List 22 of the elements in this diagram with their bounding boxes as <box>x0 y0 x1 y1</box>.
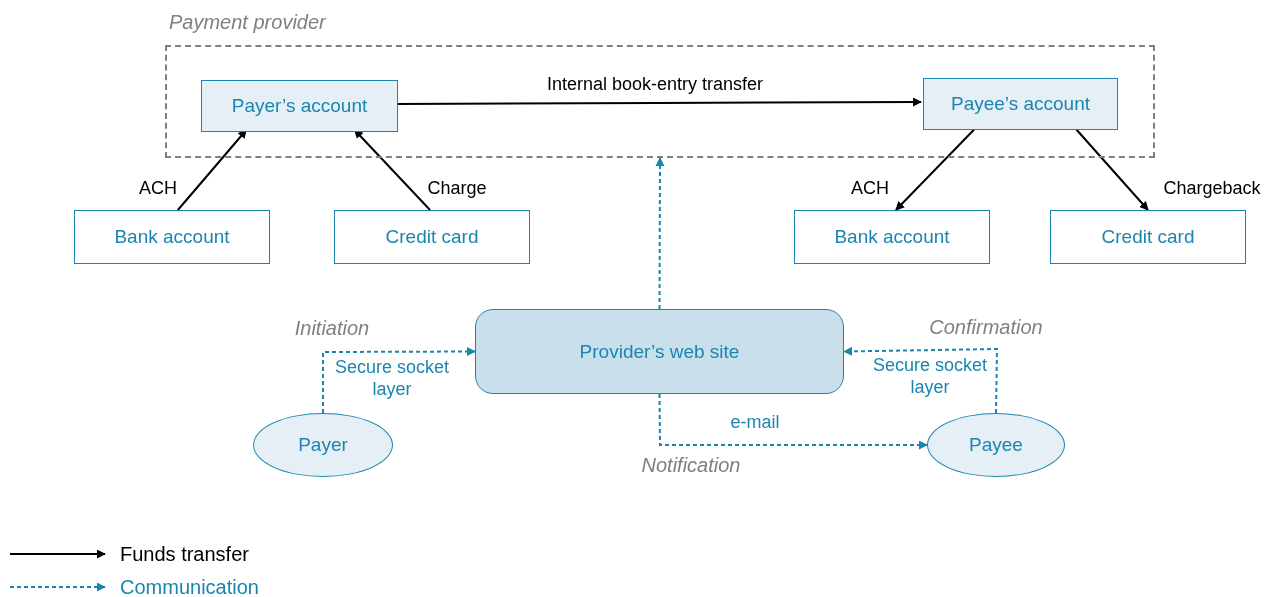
node-label: Provider’s web site <box>579 340 740 363</box>
node-label: Payer’s account <box>231 95 368 117</box>
dashed-arrow <box>655 157 665 310</box>
node-label: Bank account <box>114 226 230 248</box>
node-label: Bank account <box>834 226 950 248</box>
legend-label: Communication <box>118 576 261 597</box>
node-label: Payee <box>969 434 1023 456</box>
source-box <box>334 210 530 264</box>
node-label: Payee’s account <box>950 93 1091 115</box>
dashed-arrow <box>322 347 476 414</box>
website-box <box>475 309 844 394</box>
account-box <box>201 80 398 132</box>
node-label: Credit card <box>1101 226 1195 248</box>
account-box <box>923 78 1118 130</box>
source-box <box>794 210 990 264</box>
dashed-arrow <box>658 393 928 450</box>
node-label: Payer <box>298 434 348 456</box>
source-box <box>74 210 270 264</box>
node-label: Credit card <box>385 226 479 248</box>
source-box <box>1050 210 1246 264</box>
dashed-arrow <box>843 346 998 414</box>
group-title: Payment provider <box>167 11 328 33</box>
